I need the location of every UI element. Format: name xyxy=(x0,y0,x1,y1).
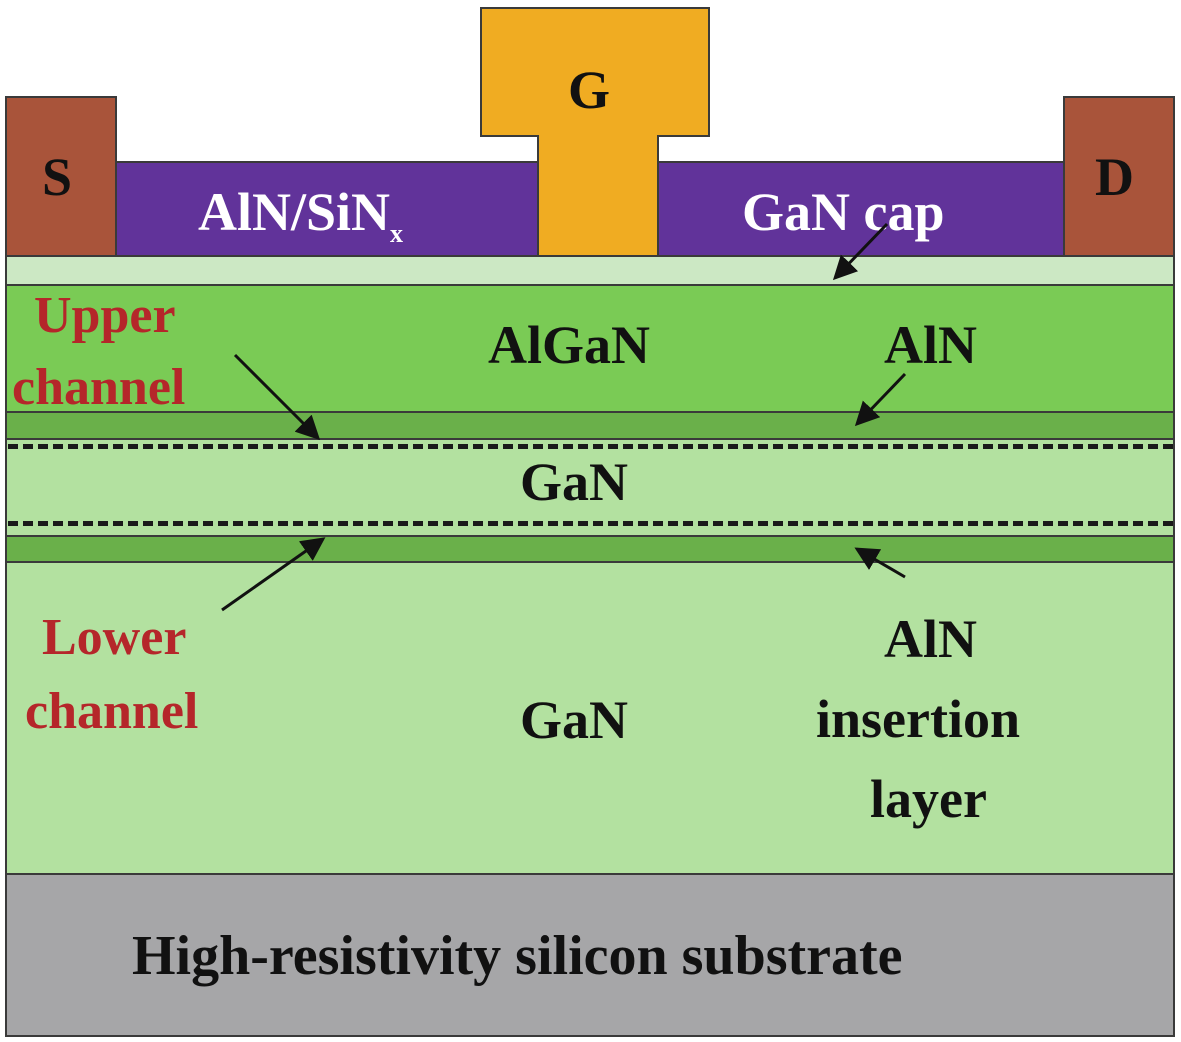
gan-buffer-label: GaN xyxy=(520,690,628,750)
aln-upper-label: AlN xyxy=(884,315,977,375)
gan-buffer-layer xyxy=(5,561,1175,875)
gate-joint xyxy=(482,133,708,135)
aln-upper-arrow xyxy=(854,372,907,427)
lower-channel-arrow xyxy=(221,537,326,612)
algan-label: AlGaN xyxy=(488,315,650,375)
aln-insertion-label-3: layer xyxy=(870,769,987,829)
gan-cap-label: GaN cap xyxy=(742,182,945,242)
passivation-text: AlN/SiN xyxy=(198,182,391,242)
aln-insertion-label-1: AlN xyxy=(884,609,977,669)
aln-insertion-label-2: insertion xyxy=(816,689,1021,749)
drain-label: D xyxy=(1095,147,1134,207)
upper-channel-arrow xyxy=(233,353,321,441)
gan-cap-arrow xyxy=(832,222,889,281)
substrate-label: High-resistivity silicon substrate xyxy=(132,925,903,987)
gan-channel-label: GaN xyxy=(520,452,628,512)
gate-head xyxy=(480,7,710,137)
passivation-label: AlN/SiNx xyxy=(198,185,403,247)
gan-channel-layer xyxy=(5,438,1175,537)
drain-contact xyxy=(1063,96,1175,257)
gate-stem xyxy=(537,133,659,257)
lower-channel-label-2: channel xyxy=(25,683,199,740)
lower-channel-label-1: Lower xyxy=(42,609,187,666)
passivation-subscript: x xyxy=(390,218,404,248)
upper-channel-label-2: channel xyxy=(12,359,186,416)
passivation-left xyxy=(114,161,539,257)
source-label: S xyxy=(42,147,73,207)
aln-insertion-arrow xyxy=(854,547,906,579)
lower-channel-2deg-line xyxy=(8,521,1173,526)
upper-channel-label-1: Upper xyxy=(34,287,176,344)
source-contact xyxy=(5,96,117,257)
upper-channel-2deg-line xyxy=(8,444,1173,449)
gate-label: G xyxy=(568,60,611,120)
